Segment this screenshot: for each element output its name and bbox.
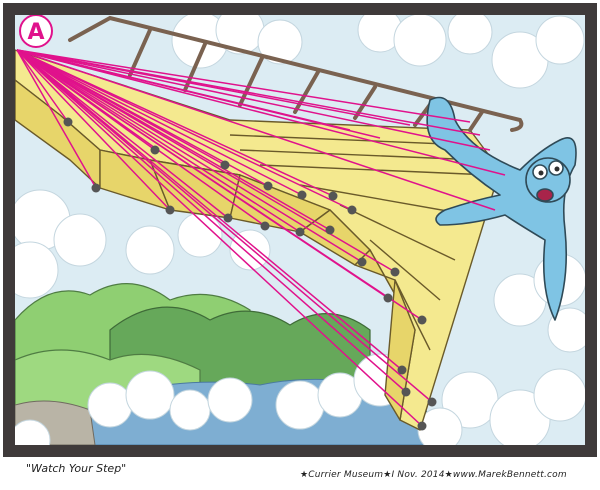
falling-character <box>426 96 577 321</box>
point-label-badge <box>19 15 53 48</box>
vertex-dots <box>63 117 437 431</box>
perspective-rays <box>16 49 506 427</box>
panel-title-caption: "Watch Your Step" <box>26 462 127 475</box>
cloud-layer-front <box>15 353 585 445</box>
point-label: A <box>27 20 44 45</box>
credit-caption: ★Currier Museum★I Nov. 2014★www.MarekBen… <box>300 470 567 480</box>
cloud-layer-back <box>15 15 585 353</box>
